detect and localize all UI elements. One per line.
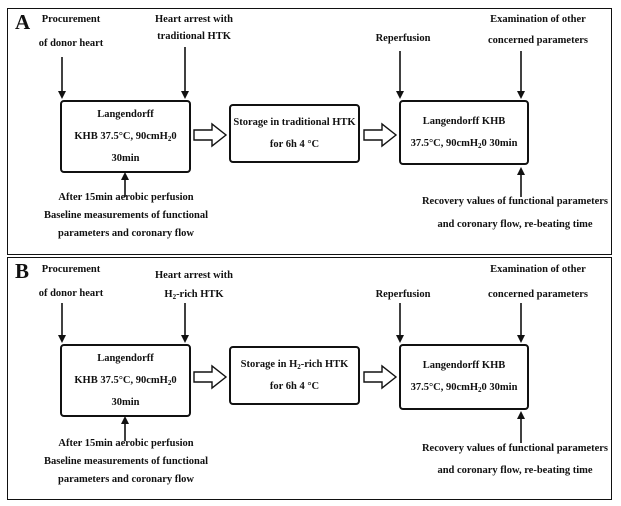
box-title: Langendorff KHB — [422, 115, 506, 127]
box-conditions: 37.5°C, 90cmH20 30min — [410, 382, 518, 394]
recovery-label: Recovery values of functional parameters… — [421, 196, 609, 230]
hollow-arrow — [363, 122, 398, 148]
box-duration: 30min — [111, 152, 140, 164]
box-title: Langendorff — [97, 108, 154, 120]
panel-letter: B — [15, 259, 30, 283]
hollow-arrow — [193, 122, 228, 148]
langendorff-stabilization-box: Langendorff KHB 37.5°C, 90cmH20 30min — [60, 100, 191, 173]
storage-conditions: for 6h 4 °C — [269, 380, 320, 392]
panel-letter: A — [15, 10, 31, 34]
reperfusion-label: Reperfusion — [375, 289, 431, 300]
langendorff-stabilization-box: Langendorff KHB 37.5°C, 90cmH20 30min — [60, 344, 191, 417]
hollow-arrow — [193, 364, 228, 390]
box-duration: 30min — [111, 396, 140, 408]
langendorff-reperfusion-box: Langendorff KHB 37.5°C, 90cmH20 30min — [399, 100, 529, 165]
langendorff-reperfusion-box: Langendorff KHB 37.5°C, 90cmH20 30min — [399, 344, 529, 410]
storage-title: Storage in H2-rich HTK — [240, 358, 349, 371]
storage-box: Storage in H2-rich HTK for 6h 4 °C — [229, 346, 360, 405]
hollow-arrow — [363, 364, 398, 390]
reperfusion-label: Reperfusion — [375, 33, 431, 44]
panel-a-arrows — [58, 47, 525, 197]
recovery-label: Recovery values of functional parameters… — [421, 443, 609, 476]
box-title: Langendorff — [97, 352, 154, 364]
box-conditions: KHB 37.5°C, 90cmH20 — [74, 374, 177, 387]
box-conditions: 37.5°C, 90cmH20 30min — [410, 137, 518, 150]
storage-conditions: for 6h 4 °C — [269, 138, 320, 150]
panel-b-arrows — [58, 303, 525, 443]
storage-title: Storage in traditional HTK — [233, 116, 356, 128]
box-conditions: KHB 37.5°C, 90cmH20 — [74, 130, 177, 143]
box-title: Langendorff KHB — [422, 360, 506, 371]
storage-box: Storage in traditional HTK for 6h 4 °C — [229, 104, 360, 163]
